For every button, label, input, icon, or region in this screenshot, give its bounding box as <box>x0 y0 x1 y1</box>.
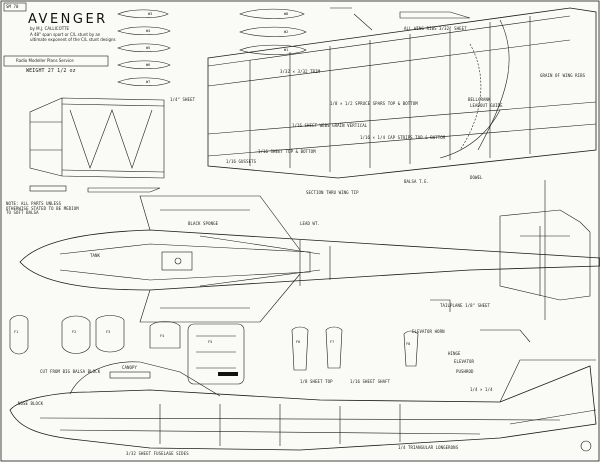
gussets-note: 1/16 GUSSETS <box>226 159 257 164</box>
fuselage-plan <box>19 195 600 323</box>
wing-tip-section <box>29 97 165 193</box>
publisher: Radio Modeller Plans Service <box>16 58 74 63</box>
tank-label: TANK <box>90 253 101 258</box>
balsa-te-note: BALSA T.E. <box>404 179 430 184</box>
rib-label: W3 <box>148 12 153 16</box>
rib-label: W5 <box>146 46 151 50</box>
section-note: SECTION THRU WING TIP <box>306 190 359 195</box>
rib-sheet-note: ALL WING RIBS 3/32" SHEET <box>404 26 467 31</box>
cowl-note: CUT FROM BIG BALSA BLOCK <box>40 369 101 374</box>
te-sheet-note: 1/16 × 1/4 CAP STRIPS TOP & BOTTOM <box>360 135 446 140</box>
former-label: F6 <box>296 340 301 344</box>
fuselage-sheet-note: 3/32 SHEET FUSELAGE SIDES <box>126 451 189 456</box>
webs-note: 1/16 SHEET WEBS GRAIN VERTICAL <box>292 123 368 128</box>
rib-label: W1 <box>284 48 289 52</box>
side-sheet-note: 1/16 SHEET SHAFT <box>350 379 391 384</box>
grain-note: GRAIN OF WING RIBS <box>540 73 586 78</box>
rib-label: W8 <box>284 12 289 16</box>
sheet-note: 1/4" SHEET <box>170 97 196 102</box>
former-label: F8 <box>406 342 411 346</box>
page-title: AVENGER <box>28 12 108 27</box>
rib-label: W7 <box>146 80 151 84</box>
plan-code: SM 70 <box>6 4 19 9</box>
spar-note: 1/8 × 1/2 SPRUCE SPARS TOP & BOTTOM <box>330 101 418 106</box>
former-label: F5 <box>208 340 213 344</box>
rib-label: W6 <box>146 63 151 67</box>
weight-label: WEIGHT 27 1/2 oz <box>26 68 76 74</box>
pushrod-note: PUSHROD <box>456 369 474 374</box>
longerons-note: 1/4 TRIANGULAR LONGERONS <box>398 445 459 450</box>
plan-description-line-2: ultimate exponent of the C/L stunt desig… <box>30 37 116 42</box>
top-sheet-note: 1/8 SHEET TOP <box>300 379 333 384</box>
designer-credit: by M.J. CALLICOTTE <box>30 26 70 31</box>
tailplane-note: TAILPLANE 1/8" SHEET <box>440 303 491 308</box>
tail-assembly <box>499 180 591 320</box>
canopy-label: CANOPY <box>122 365 138 370</box>
nose-block-note: NOSE BLOCK <box>18 401 44 406</box>
former-label: F1 <box>14 330 19 334</box>
dowel-note: DOWEL <box>470 175 483 180</box>
elevator-label: ELEVATOR <box>454 359 475 364</box>
former-label: F2 <box>72 330 77 334</box>
former-label: F4 <box>160 334 165 338</box>
plan-description-line-1: A 48" span sport or C/L stunt by an <box>30 32 101 37</box>
tip-trim-note: 3/32 × 3/32 TRIM <box>280 69 321 74</box>
fuselage-side <box>9 359 597 451</box>
wing-planform <box>207 7 597 179</box>
hinge-label: HINGE <box>448 351 461 356</box>
square-note: 1/4 × 1/4 <box>470 387 493 392</box>
rib-label: W2 <box>284 30 289 34</box>
wing-rib-set <box>117 8 307 87</box>
elevator-horn-note: ELEVATOR HORN <box>412 329 445 334</box>
lead-weight-note: LEAD WT. <box>300 221 321 226</box>
le-sheet-note: 1/16 SHEET TOP & BOTTOM <box>258 149 316 154</box>
general-note: NOTE: ALL PARTS UNLESS OTHERWISE STATED … <box>6 201 79 216</box>
bellcrank-note: BELLCRANK <box>468 97 491 102</box>
leadout-note: LEADOUT GUIDE <box>470 103 503 108</box>
former-label: F3 <box>106 330 111 334</box>
rib-label: W4 <box>146 29 151 33</box>
sponge-note: BLACK SPONGE <box>188 221 219 226</box>
former-label: F7 <box>330 340 335 344</box>
